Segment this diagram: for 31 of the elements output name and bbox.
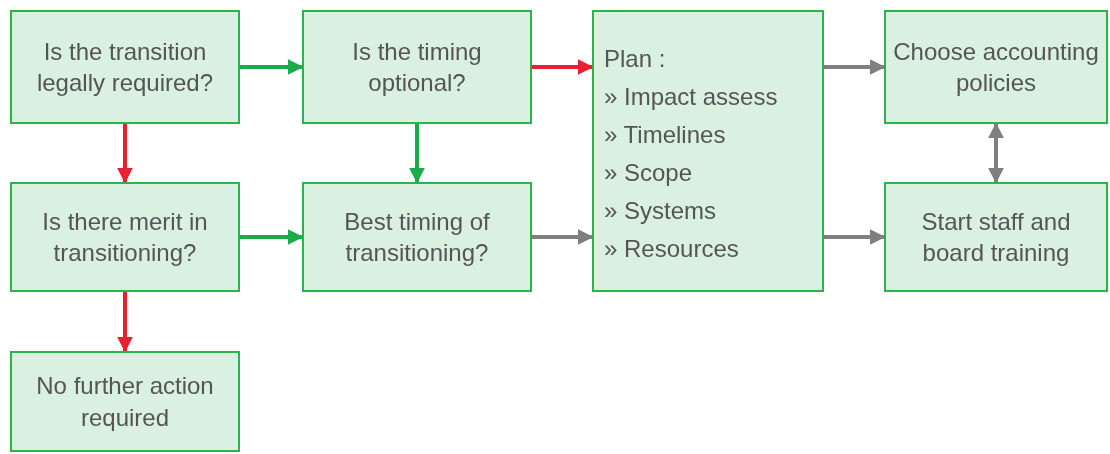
process-box bbox=[10, 351, 240, 452]
arrow bbox=[988, 122, 1004, 184]
box-text: Is there merit in transitioning? bbox=[41, 206, 209, 268]
arrow bbox=[240, 229, 304, 245]
box-text: » Systems bbox=[604, 195, 717, 226]
arrow bbox=[824, 229, 886, 245]
arrow bbox=[117, 292, 133, 353]
arrow bbox=[532, 229, 594, 245]
arrow bbox=[824, 59, 886, 75]
box-text: Plan : bbox=[604, 44, 666, 74]
arrow bbox=[240, 59, 304, 75]
process-box bbox=[884, 10, 1108, 124]
arrow bbox=[409, 124, 425, 184]
box-text: Is the transition legally required? bbox=[35, 36, 215, 98]
process-box bbox=[10, 182, 240, 292]
box-text: Is the timing optional? bbox=[351, 36, 483, 98]
process-box bbox=[302, 10, 532, 124]
box-text: » Timelines bbox=[604, 119, 726, 150]
process-box bbox=[302, 182, 532, 292]
arrow bbox=[532, 59, 594, 75]
process-box bbox=[10, 10, 240, 124]
box-text: No further action required bbox=[35, 371, 215, 433]
arrow bbox=[117, 124, 133, 184]
process-box bbox=[592, 10, 824, 292]
box-text: Start staff and board training bbox=[920, 206, 1072, 268]
box-text: » Impact assess bbox=[604, 81, 778, 112]
box-text: Choose accounting policies bbox=[892, 36, 1100, 98]
process-box bbox=[884, 182, 1108, 292]
box-text: » Scope bbox=[604, 157, 693, 188]
box-text: » Resources bbox=[604, 233, 739, 264]
box-text: Best timing of transitioning? bbox=[343, 206, 491, 268]
